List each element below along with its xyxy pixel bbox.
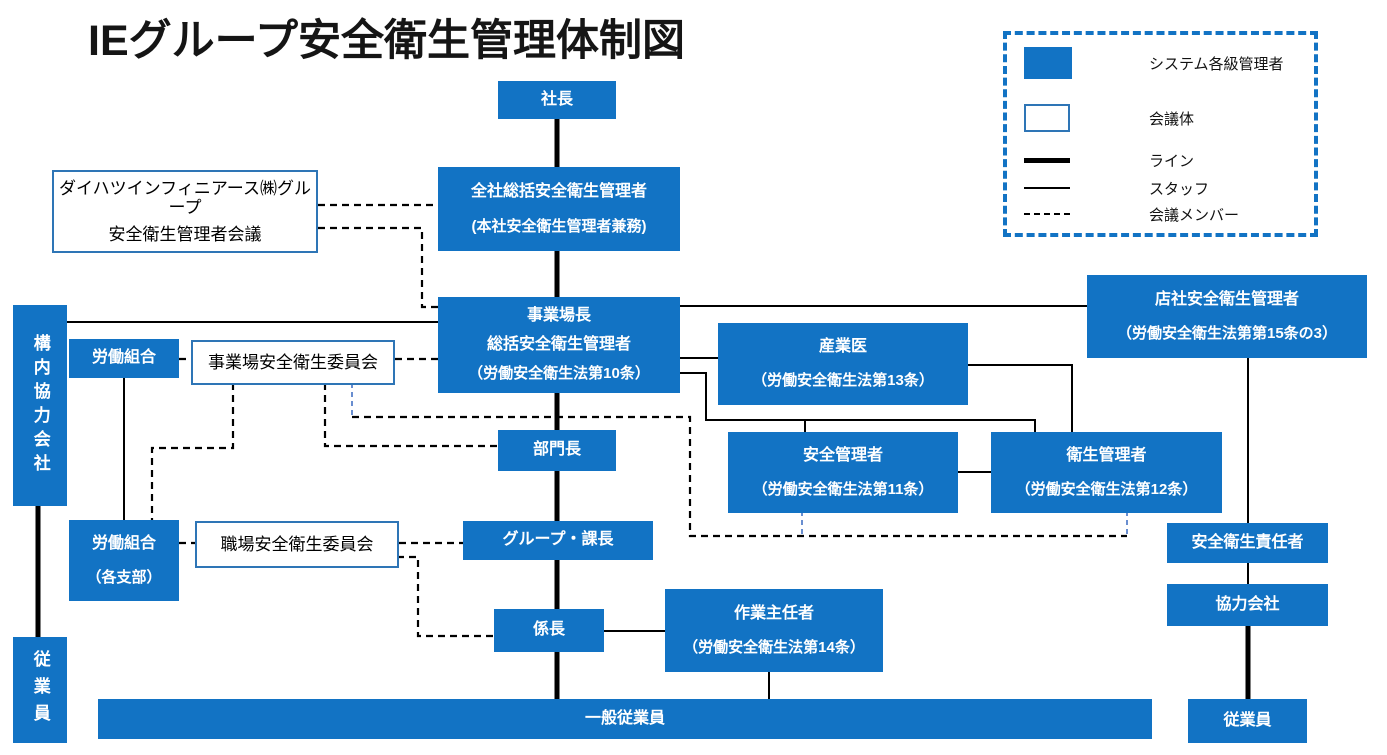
node-department-head: 部門長 xyxy=(498,430,616,471)
node-president: 社長 xyxy=(498,81,616,119)
line-sitehead-to-managers xyxy=(680,372,1036,437)
line-sangyoi-to-eisei xyxy=(968,364,1073,437)
legend-swatch-thick-line-icon xyxy=(1024,157,1070,163)
legend-label: ライン xyxy=(1149,152,1195,170)
node-operations-chief: 作業主任者 （労働安全衛生法第14条） xyxy=(665,589,883,672)
node-site-head: 事業場長 総括安全衛生管理者 （労働安全衛生法第10条） xyxy=(438,297,680,393)
node-labor-union: 労働組合 xyxy=(69,339,179,378)
dash-jigyoba-iinkai-to-shibu xyxy=(150,383,235,523)
legend-box: システム各級管理者 会議体 ライン スタッフ 会議メンバー xyxy=(1003,31,1318,237)
node-labor-union-branches: 労働組合 （各支部） xyxy=(69,520,179,601)
node-partner-company: 協力会社 xyxy=(1167,584,1328,626)
node-general-employees: 一般従業員 xyxy=(98,699,1152,739)
dash-jigyoba-iinkai-to-bumoncho xyxy=(323,383,500,448)
legend-label: システム各級管理者 xyxy=(1149,55,1284,73)
node-daihatsu-group-meeting: ダイハツインフィニアース㈱グループ 安全衛生管理者会議 xyxy=(52,170,318,253)
node-employees-left: 従業員 xyxy=(13,637,67,743)
legend-swatch-dashed-line-icon xyxy=(1024,213,1070,215)
legend-swatch-outline-box-icon xyxy=(1024,104,1070,132)
dash-daihatsu-to-sitehead xyxy=(318,226,440,309)
page-title: IEグループ安全衛生管理体制図 xyxy=(88,17,686,65)
node-occupational-physician: 産業医 （労働安全衛生法第13条） xyxy=(718,323,968,405)
node-site-safety-health-committee: 事業場安全衛生委員会 xyxy=(191,340,395,385)
node-group-section-chief: グループ・課長 xyxy=(463,521,653,560)
node-tensha-safety-manager: 店社安全衛生管理者 （労働安全衛生法第第15条の3） xyxy=(1087,275,1367,358)
node-workplace-safety-health-committee: 職場安全衛生委員会 xyxy=(195,521,399,568)
legend-row: ライン xyxy=(1024,150,1194,170)
legend-swatch-filled-box-icon xyxy=(1024,47,1072,79)
node-company-safety-manager: 全社総括安全衛生管理者 (本社安全衛生管理者兼務) xyxy=(438,167,680,251)
node-safety-manager: 安全管理者 （労働安全衛生法第11条） xyxy=(728,432,958,513)
node-onsite-partner-companies: 構内協力会社 xyxy=(13,305,67,506)
legend-row: 会議メンバー xyxy=(1024,204,1239,224)
legend-label: スタッフ xyxy=(1149,180,1210,198)
dash-jigyoba-iinkai-to-managers xyxy=(352,415,1127,538)
legend-row: 会議体 xyxy=(1024,104,1194,132)
node-health-manager: 衛生管理者 （労働安全衛生法第12条） xyxy=(991,432,1222,513)
legend-row: スタッフ xyxy=(1024,178,1209,198)
node-chief: 係長 xyxy=(494,609,604,652)
legend-label: 会議体 xyxy=(1149,110,1195,128)
node-employees-right: 従業員 xyxy=(1188,699,1307,743)
node-safety-health-responsible: 安全衛生責任者 xyxy=(1167,523,1328,563)
legend-label: 会議メンバー xyxy=(1149,206,1240,224)
dash-shokuba-iinkai-to-kakaricho xyxy=(397,555,496,638)
legend-swatch-thin-line-icon xyxy=(1024,187,1070,189)
legend-row: システム各級管理者 xyxy=(1024,47,1284,79)
